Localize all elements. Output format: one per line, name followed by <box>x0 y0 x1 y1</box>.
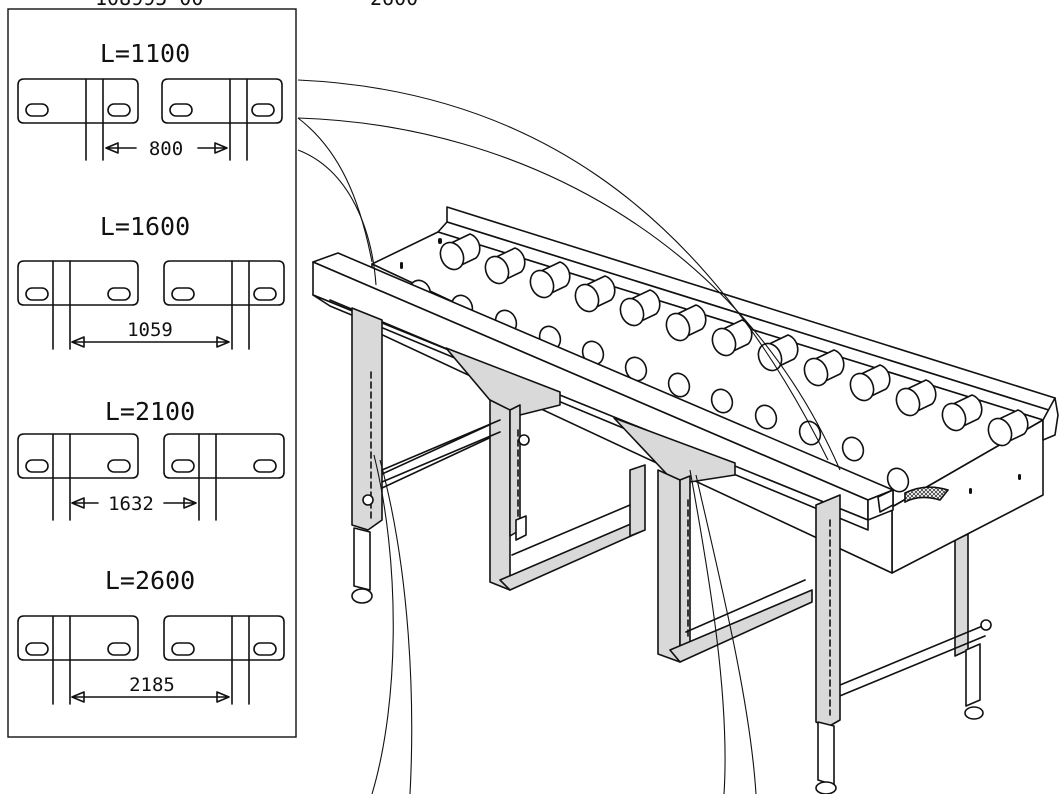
roller <box>895 379 937 417</box>
roller <box>841 436 865 462</box>
roller <box>849 364 891 402</box>
end-cap <box>1042 397 1059 441</box>
mounting-plate-left <box>17 260 139 350</box>
stretcher-front <box>381 419 501 483</box>
leg-front-left <box>351 307 383 604</box>
length-label: L=2600 <box>105 566 195 595</box>
support-frame-2 <box>613 417 813 663</box>
roller <box>529 261 571 299</box>
leg-front-right <box>815 494 841 794</box>
roller <box>624 356 648 382</box>
roller <box>754 404 778 430</box>
dimension-value: 2185 <box>129 674 175 696</box>
mounting-plate-right <box>163 433 285 521</box>
roller <box>484 247 526 285</box>
roller <box>941 394 983 432</box>
dimension-value: 800 <box>149 138 183 160</box>
leader-lines <box>297 79 841 794</box>
dimension-value: 1059 <box>127 319 173 341</box>
dimension-arrow <box>71 336 230 348</box>
part-number-label: 108995-00 <box>95 0 203 10</box>
roller <box>711 319 753 357</box>
dimension-arrow <box>71 691 230 703</box>
dimension-value: 1632 <box>108 493 154 515</box>
mounting-plate-left <box>17 78 139 161</box>
variant-l2600: L=2600 2185 <box>17 566 285 705</box>
roller <box>667 372 691 398</box>
roller <box>619 289 661 327</box>
length-label: L=2100 <box>105 397 195 426</box>
dimension-arrow-right <box>197 142 228 154</box>
mounting-plate-right <box>161 78 283 161</box>
length-label: L=1100 <box>100 39 190 68</box>
roller <box>798 420 822 446</box>
top-dimension-label: 2600 <box>370 0 418 10</box>
mounting-plate-left <box>17 433 139 521</box>
roller <box>574 275 616 313</box>
roller-conveyor-illustration <box>312 206 1059 794</box>
conveyor-trough <box>371 206 1056 574</box>
roller <box>886 467 910 493</box>
roller <box>710 388 734 414</box>
dimension-arrow-left <box>71 497 99 509</box>
dimension-arrow-right <box>163 497 197 509</box>
support-frame-1 <box>445 347 646 591</box>
frame-rear-left <box>379 419 501 489</box>
leg-rear-right <box>827 533 992 720</box>
length-label: L=1600 <box>100 212 190 241</box>
mounting-plate-right <box>163 615 285 705</box>
roller <box>987 409 1029 447</box>
variant-l1600: L=1600 1059 <box>17 212 285 350</box>
roller <box>803 349 845 387</box>
roller <box>439 233 481 271</box>
roller <box>665 304 707 342</box>
drive-end <box>904 486 950 503</box>
variant-l1100: L=1100 800 <box>17 39 283 161</box>
mounting-plate-right <box>163 260 285 350</box>
variant-l2100: L=2100 1632 <box>17 397 285 521</box>
dimension-arrow-left <box>105 142 137 154</box>
mounting-plate-left <box>17 615 139 705</box>
